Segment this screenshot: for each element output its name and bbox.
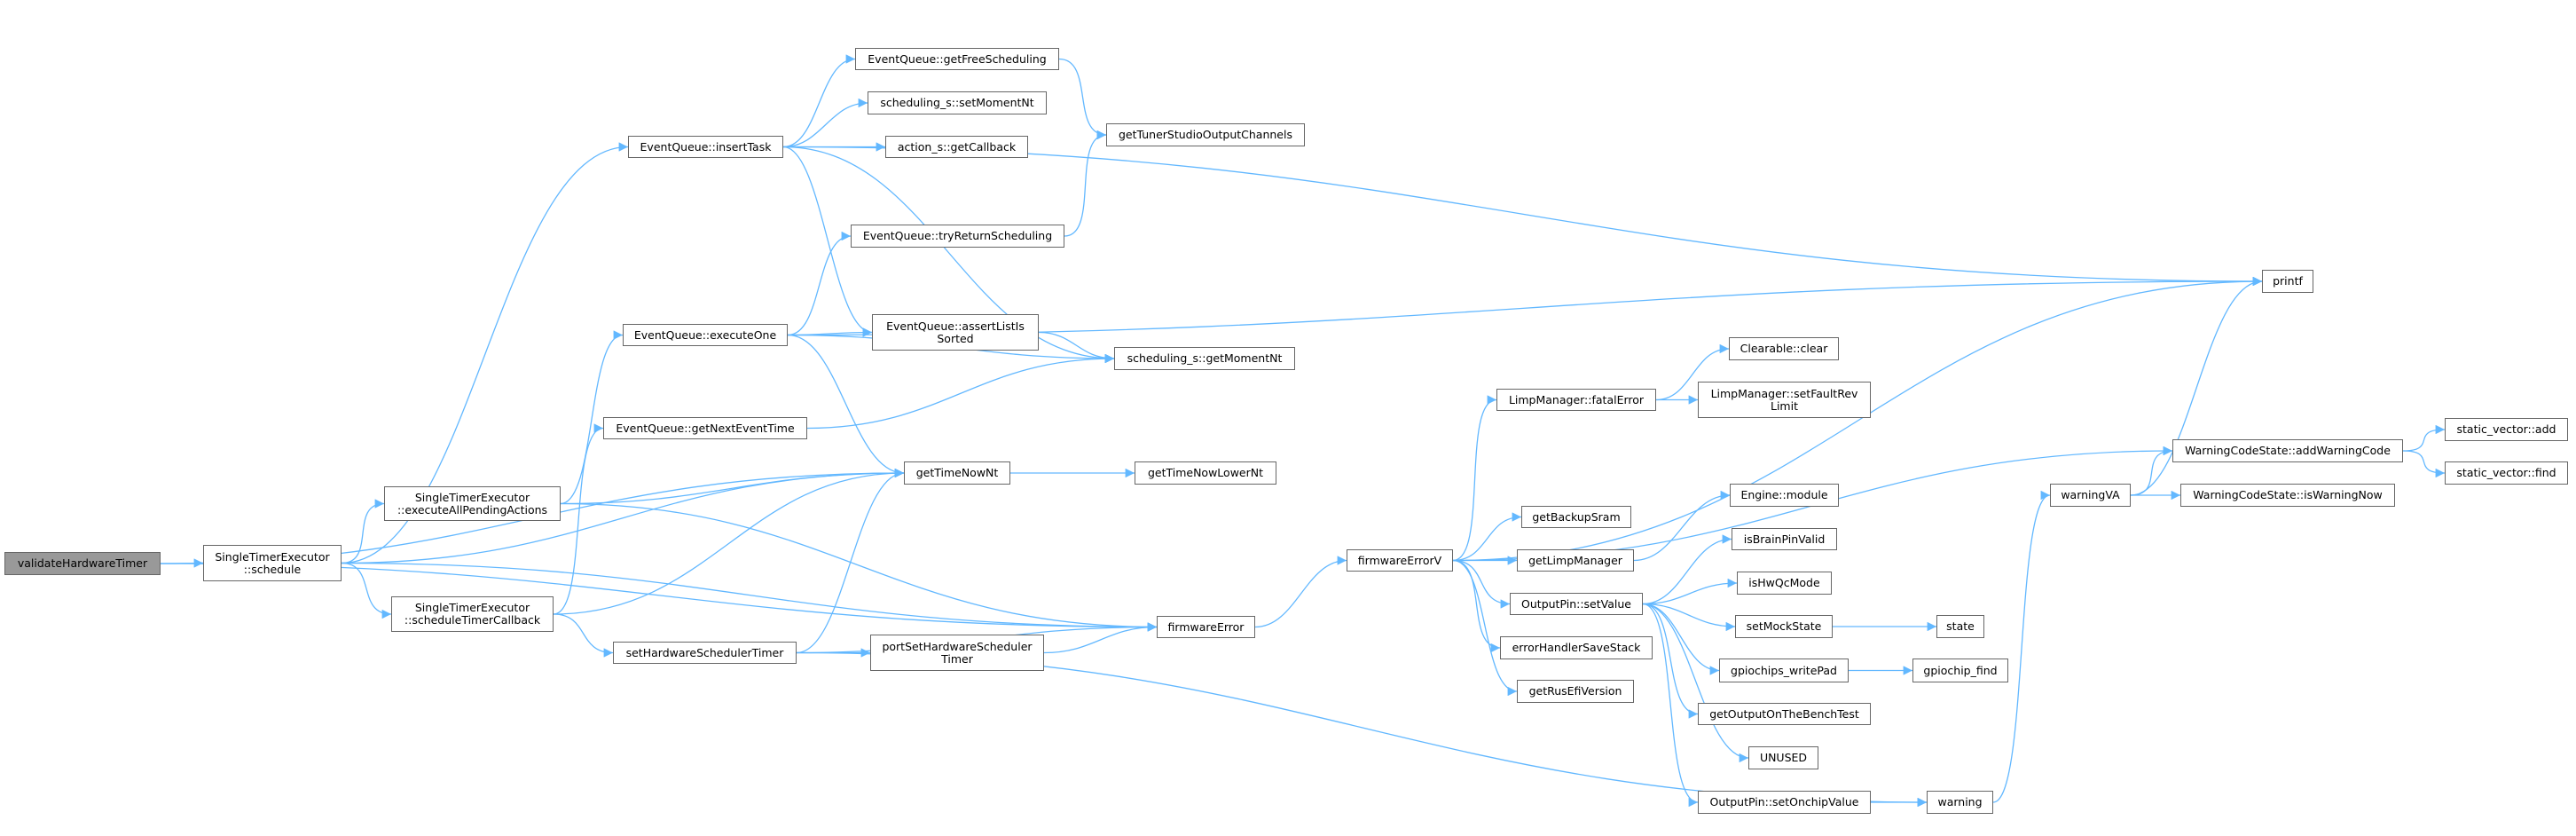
node-set-hardware-scheduler-timer[interactable]: setHardwareSchedulerTimer (613, 642, 797, 664)
node-firmware-error[interactable]: firmwareError (1157, 616, 1255, 638)
node-warning-va[interactable]: warningVA (2050, 484, 2131, 507)
node-get-time-now-lower-nt[interactable]: getTimeNowLowerNt (1135, 461, 1276, 485)
node-add-warning-code[interactable]: WarningCodeState::addWarningCode (2172, 439, 2403, 462)
node-clear[interactable]: Clearable::clear (1729, 337, 1839, 360)
edge-schedule-timer-callback-to-set-hardware-scheduler-timer (553, 613, 614, 658)
node-gpiochip-find[interactable]: gpiochip_find (1912, 659, 2008, 682)
node-assert-list-is-sorted[interactable]: EventQueue::assertListIs Sorted (872, 314, 1039, 351)
edge-warning-va-to-printf (2130, 276, 2263, 496)
edge-firmware-error-to-firmware-error-v (1254, 556, 1347, 628)
edge-firmware-error-v-to-printf (1452, 276, 2263, 562)
node-get-callback[interactable]: action_s::getCallback (885, 136, 1028, 158)
node-get-tuner-studio-output-channels[interactable]: getTunerStudioOutputChannels (1106, 123, 1305, 146)
edge-schedule-timer-callback-to-get-next-event-time (553, 423, 604, 615)
node-warning[interactable]: warning (1927, 791, 1993, 814)
edge-firmware-error-v-to-set-value (1452, 559, 1511, 609)
edge-set-value-to-unused (1642, 603, 1749, 763)
node-is-hw-qc-mode[interactable]: isHwQcMode (1737, 572, 1832, 595)
edge-execute-all-pending-actions-to-firmware-error (560, 502, 1158, 632)
node-set-value[interactable]: OutputPin::setValue (1510, 593, 1643, 615)
node-validate-hardware-timer[interactable]: validateHardwareTimer (4, 552, 161, 575)
node-execute-all-pending-actions[interactable]: SingleTimerExecutor ::executeAllPendingA… (384, 486, 561, 521)
edge-firmware-error-v-to-fatal-error (1452, 395, 1497, 562)
edge-set-value-to-is-brain-pin-valid (1642, 534, 1732, 605)
node-get-backup-sram[interactable]: getBackupSram (1521, 506, 1631, 528)
edge-add-warning-code-to-sv-add (2402, 424, 2446, 452)
node-sv-find[interactable]: static_vector::find (2445, 461, 2568, 485)
node-get-time-now-nt[interactable]: getTimeNowNt (904, 461, 1010, 485)
node-set-mock-state[interactable]: setMockState (1735, 615, 1833, 638)
node-printf[interactable]: printf (2262, 270, 2313, 293)
node-get-moment-nt[interactable]: scheduling_s::getMomentNt (1114, 347, 1295, 370)
node-schedule-timer-callback[interactable]: SingleTimerExecutor ::scheduleTimerCallb… (391, 596, 554, 632)
edge-schedule-to-insert-task (341, 142, 629, 564)
node-is-brain-pin-valid[interactable]: isBrainPinValid (1732, 528, 1837, 550)
node-get-next-event-time[interactable]: EventQueue::getNextEventTime (603, 417, 807, 439)
edge-execute-one-to-try-return-scheduling (787, 231, 852, 336)
node-get-output-on-the-bench-test[interactable]: getOutputOnTheBenchTest (1698, 703, 1871, 725)
edge-port-set-hardware-scheduler-timer-to-firmware-error (1043, 622, 1158, 654)
edge-set-value-to-is-hw-qc-mode (1642, 578, 1738, 605)
edge-insert-task-to-set-moment-nt (782, 98, 868, 148)
edge-schedule-to-schedule-timer-callback (341, 562, 392, 619)
edge-set-value-to-set-onchip-value (1642, 603, 1699, 808)
edge-assert-list-is-sorted-to-get-moment-nt (1038, 331, 1115, 364)
edge-insert-task-to-get-free-scheduling (782, 54, 856, 148)
node-engine-module[interactable]: Engine::module (1730, 484, 1839, 507)
edge-schedule-to-execute-all-pending-actions (341, 499, 385, 564)
edge-warning-to-warning-va (1992, 490, 2051, 803)
node-gpiochips-write-pad[interactable]: gpiochips_writePad (1719, 659, 1849, 682)
node-unused[interactable]: UNUSED (1748, 746, 1818, 769)
node-state[interactable]: state (1936, 615, 1984, 638)
node-schedule[interactable]: SingleTimerExecutor ::schedule (203, 545, 342, 581)
node-insert-task[interactable]: EventQueue::insertTask (628, 136, 783, 158)
edge-insert-task-to-printf (782, 146, 2263, 287)
edge-firmware-error-v-to-get-backup-sram (1452, 512, 1522, 562)
edge-set-value-to-set-mock-state (1642, 603, 1736, 632)
edge-get-next-event-time-to-get-moment-nt (806, 353, 1115, 430)
node-get-free-scheduling[interactable]: EventQueue::getFreeScheduling (855, 48, 1059, 70)
edge-try-return-scheduling-to-get-tuner-studio-output-channels (1064, 130, 1107, 237)
node-set-moment-nt[interactable]: scheduling_s::setMomentNt (868, 91, 1047, 114)
node-fatal-error[interactable]: LimpManager::fatalError (1496, 389, 1656, 411)
node-set-fault-rev-limit[interactable]: LimpManager::setFaultRev Limit (1698, 382, 1871, 418)
edge-set-hardware-scheduler-timer-to-get-time-now-nt (796, 468, 905, 654)
edge-schedule-timer-callback-to-get-time-now-nt (553, 468, 905, 615)
node-set-onchip-value[interactable]: OutputPin::setOnchipValue (1698, 791, 1871, 814)
node-port-set-hardware-scheduler-timer[interactable]: portSetHardwareScheduler Timer (870, 635, 1044, 671)
edge-warning-va-to-add-warning-code (2130, 446, 2173, 496)
edge-insert-task-to-assert-list-is-sorted (782, 146, 873, 337)
edge-fatal-error-to-clear (1655, 343, 1730, 401)
node-get-rus-efi-version[interactable]: getRusEfiVersion (1517, 680, 1634, 703)
node-sv-add[interactable]: static_vector::add (2445, 418, 2568, 441)
edge-insert-task-to-get-moment-nt (782, 146, 1115, 364)
edge-get-limp-manager-to-engine-module (1633, 490, 1731, 562)
node-firmware-error-v[interactable]: firmwareErrorV (1347, 549, 1453, 572)
edge-execute-one-to-printf (787, 276, 2263, 336)
edge-get-free-scheduling-to-get-tuner-studio-output-channels (1058, 58, 1107, 140)
edge-firmware-error-v-to-get-rus-efi-version (1452, 559, 1518, 697)
node-error-handler-save-stack[interactable]: errorHandlerSaveStack (1500, 636, 1653, 659)
node-is-warning-now[interactable]: WarningCodeState::isWarningNow (2180, 484, 2395, 507)
edge-schedule-to-firmware-error (341, 562, 1158, 632)
node-get-limp-manager[interactable]: getLimpManager (1517, 549, 1634, 572)
node-execute-one[interactable]: EventQueue::executeOne (623, 324, 788, 346)
edge-execute-all-pending-actions-to-execute-one (560, 330, 624, 505)
edge-execute-all-pending-actions-to-get-time-now-nt (560, 468, 905, 505)
node-try-return-scheduling[interactable]: EventQueue::tryReturnScheduling (851, 225, 1064, 248)
edge-execute-one-to-get-time-now-nt (787, 334, 905, 478)
edge-add-warning-code-to-sv-find (2402, 450, 2446, 478)
edge-set-value-to-get-output-on-the-bench-test (1642, 603, 1699, 719)
